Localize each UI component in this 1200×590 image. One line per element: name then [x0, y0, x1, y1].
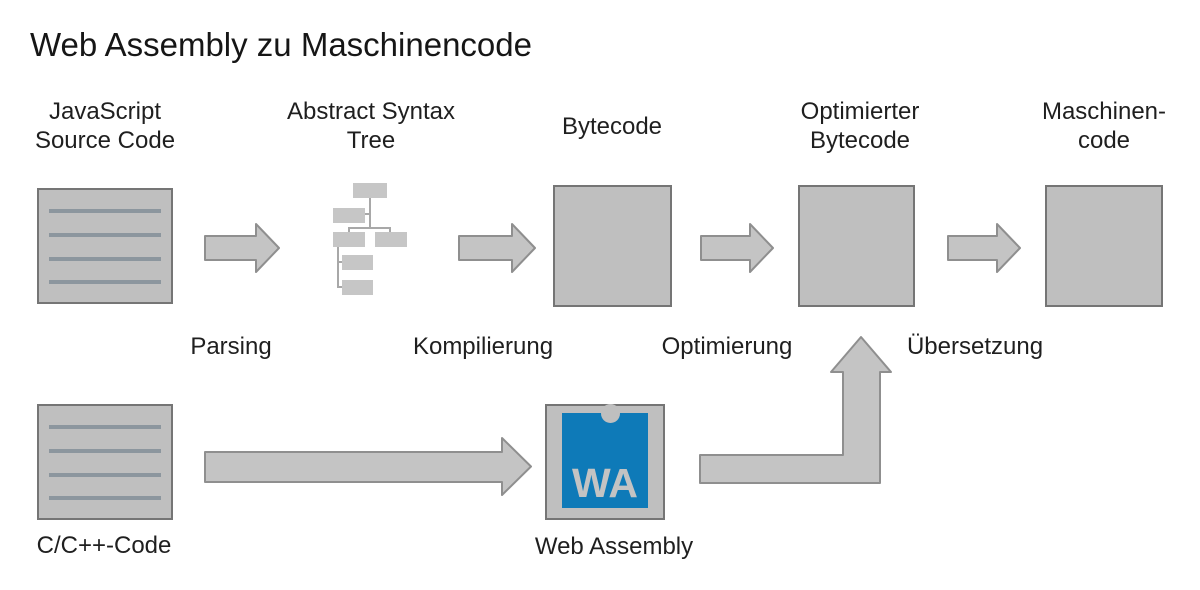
code-line — [49, 496, 161, 500]
step-label-uebersetzung: Übersetzung — [906, 333, 1044, 360]
stage-label-bytecode: Bytecode — [562, 96, 662, 156]
ast-node — [353, 183, 387, 198]
wasm-caption: Web Assembly — [534, 533, 694, 560]
ast-node — [333, 232, 365, 247]
code-line — [49, 233, 161, 237]
arrow-uebersetzung-icon — [947, 223, 1021, 273]
step-label-parsing: Parsing — [190, 333, 272, 360]
wasm-logo-icon: WA — [562, 404, 648, 508]
ast-connector — [337, 247, 339, 288]
page-title: Web Assembly zu Maschinencode — [30, 26, 532, 63]
stage-label-js-source: JavaScript Source Code — [35, 96, 175, 156]
code-line — [49, 280, 161, 284]
machine-code-box — [1045, 185, 1163, 307]
stage-label-line: Optimierter — [800, 98, 920, 125]
ast-connector — [365, 213, 371, 215]
ast-connector — [348, 227, 391, 229]
code-line — [49, 209, 161, 213]
stage-label-ast: Abstract Syntax Tree — [287, 96, 455, 156]
ast-connector — [337, 286, 344, 288]
code-line — [49, 449, 161, 453]
stage-label-line: Source Code — [34, 127, 176, 154]
stage-label-line: Bytecode — [809, 127, 911, 154]
code-line — [49, 425, 161, 429]
bytecode-box — [553, 185, 672, 307]
stage-label-optimized-bytecode: Optimierter Bytecode — [801, 96, 920, 156]
js-source-document-icon — [37, 188, 173, 304]
step-label-optimierung: Optimierung — [661, 333, 793, 360]
wasm-logo-letters: WA — [571, 460, 639, 506]
ast-node — [333, 208, 365, 223]
ast-connector — [337, 261, 344, 263]
arrow-kompilierung-icon — [458, 223, 536, 273]
wasm-logo-notch — [601, 404, 620, 423]
ast-node — [342, 255, 373, 270]
stage-label-line: Maschinen- — [1041, 98, 1167, 125]
stage-label-line: code — [1077, 127, 1131, 154]
arrow-parsing-icon — [204, 223, 280, 273]
stage-label-line: JavaScript — [48, 98, 162, 125]
stage-label-machine-code: Maschinen- code — [1042, 96, 1166, 156]
wasm-box: WA — [545, 404, 665, 520]
c-source-caption: C/C++-Code — [36, 532, 172, 559]
stage-label-line: Tree — [346, 127, 396, 154]
ast-connector — [348, 227, 350, 233]
arrow-wasm-to-optimized-icon — [699, 336, 892, 484]
ast-icon — [330, 180, 412, 300]
code-line — [49, 257, 161, 261]
c-source-document-icon — [37, 404, 173, 520]
stage-label-line: Bytecode — [561, 112, 663, 140]
arrow-optimierung-icon — [700, 223, 774, 273]
ast-connector — [389, 227, 391, 233]
stage-label-line: Abstract Syntax — [286, 98, 456, 125]
code-line — [49, 473, 161, 477]
arrow-c-to-wasm-icon — [204, 437, 532, 496]
ast-node — [375, 232, 407, 247]
step-label-kompilierung: Kompilierung — [412, 333, 554, 360]
ast-node — [342, 280, 373, 295]
optimized-bytecode-box — [798, 185, 915, 307]
